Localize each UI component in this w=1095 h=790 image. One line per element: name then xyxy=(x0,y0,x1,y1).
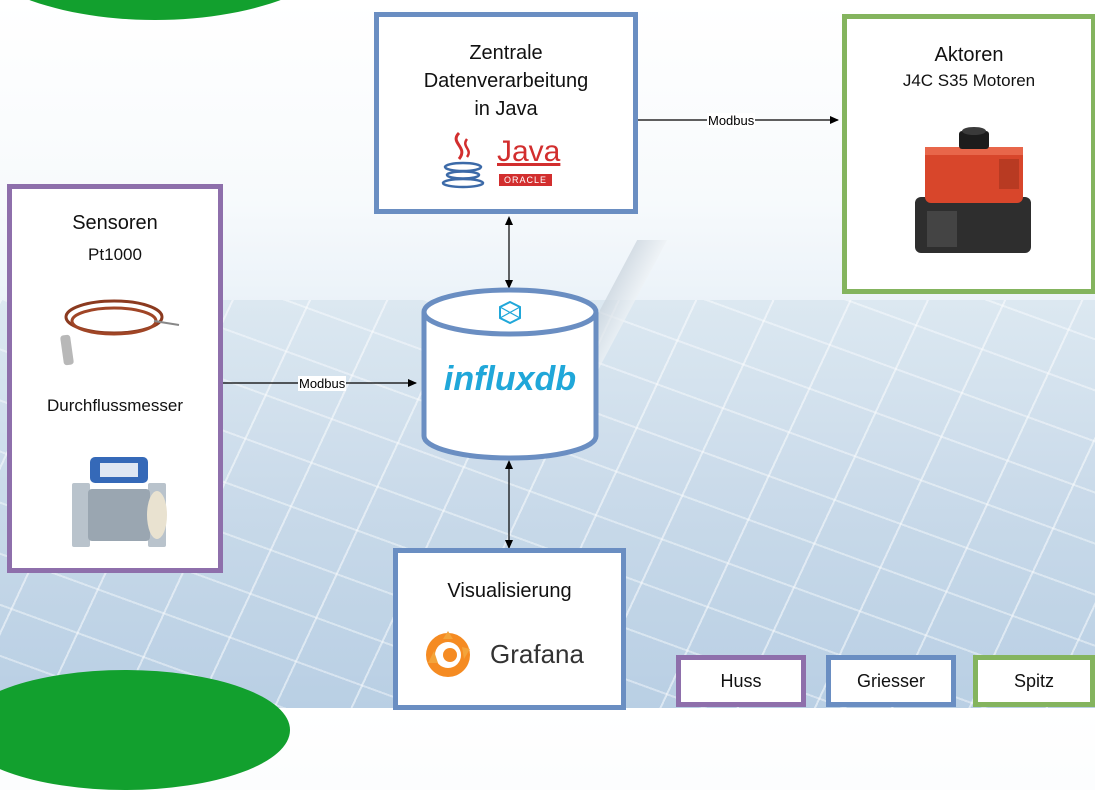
legend-griesser: Griesser xyxy=(826,655,956,707)
java-processing-box: Zentrale Datenverarbeitung in Java Java … xyxy=(374,12,638,214)
java-logo-text: Java xyxy=(497,135,561,168)
modbus-label-sensor-db: Modbus xyxy=(298,376,347,391)
flow-meter-image xyxy=(72,457,167,547)
legend-spitz: Spitz xyxy=(973,655,1095,707)
pt1000-sensor-image xyxy=(60,299,180,366)
oracle-logo-text: ORACLE xyxy=(499,174,553,186)
visualization-box: Visualisierung Grafana xyxy=(393,548,626,710)
grafana-logo-text: Grafana xyxy=(490,639,584,669)
actuator-box: Aktoren J4C S35 Motoren xyxy=(842,14,1095,294)
java-cup-icon xyxy=(441,131,485,189)
grafana-icon xyxy=(426,631,470,677)
motor-actuator-image xyxy=(915,127,1031,253)
java-box-line-2: Datenverarbeitung xyxy=(423,70,589,92)
java-logo: Java ORACLE xyxy=(437,131,577,195)
sensor-box: Sensoren Pt1000 Durchflussmesser xyxy=(7,184,223,573)
flow-meter-label: Durchflussmesser xyxy=(46,396,184,415)
modbus-label-java-actor: Modbus xyxy=(707,113,756,128)
actuator-subtitle: J4C S35 Motoren xyxy=(902,71,1036,90)
legend-huss: Huss xyxy=(676,655,806,707)
influxdb-database xyxy=(421,287,599,461)
actuator-title: Aktoren xyxy=(934,44,1004,66)
java-box-line-3: in Java xyxy=(474,98,538,120)
visualization-title: Visualisierung xyxy=(447,580,572,602)
influxdb-logo-text: influxdb xyxy=(443,360,577,398)
sensor-pt1000-label: Pt1000 xyxy=(88,245,142,264)
java-box-line-1: Zentrale xyxy=(469,42,543,64)
sensor-title: Sensoren xyxy=(72,212,158,234)
